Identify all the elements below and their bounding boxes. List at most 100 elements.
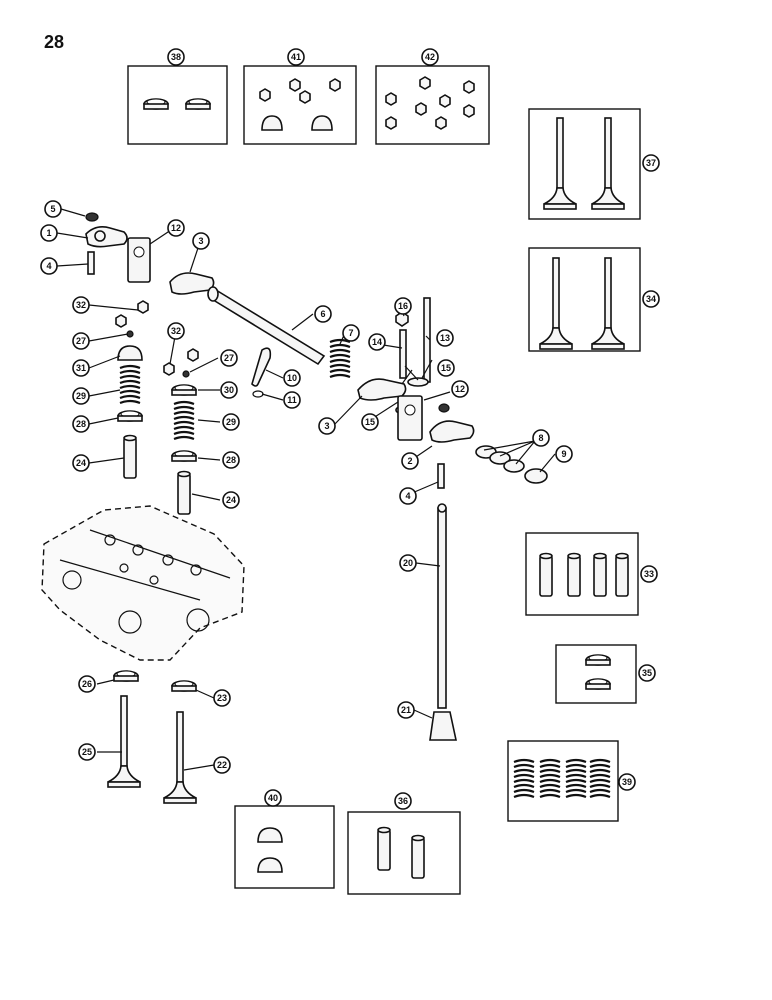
callout-13: 13	[436, 329, 454, 347]
svg-text:9: 9	[561, 449, 566, 459]
svg-text:28: 28	[76, 419, 86, 429]
kit-41-box	[243, 65, 357, 145]
svg-text:32: 32	[76, 300, 86, 310]
callout-16: 16	[394, 297, 412, 315]
callout-36: 36	[394, 792, 412, 810]
svg-text:23: 23	[217, 693, 227, 703]
cylinder-head	[41, 505, 245, 661]
callout-2: 2	[401, 452, 419, 470]
kit-40-box	[234, 805, 335, 889]
svg-text:5: 5	[50, 204, 55, 214]
kit-33-box	[525, 532, 639, 616]
svg-text:28: 28	[226, 455, 236, 465]
svg-text:35: 35	[642, 668, 652, 678]
callout-34: 34	[642, 290, 660, 308]
callout-21: 21	[397, 701, 415, 719]
kit-36-box	[347, 811, 461, 895]
svg-text:1: 1	[46, 228, 51, 238]
callout-20: 20	[399, 554, 417, 572]
callout-26: 26	[78, 675, 96, 693]
svg-text:20: 20	[403, 558, 413, 568]
kit-38-box	[127, 65, 228, 145]
kit-35-box	[555, 644, 637, 704]
svg-text:7: 7	[348, 328, 353, 338]
svg-text:31: 31	[76, 363, 86, 373]
svg-text:6: 6	[320, 309, 325, 319]
callout-40: 40	[264, 789, 282, 807]
svg-text:41: 41	[291, 52, 301, 62]
svg-text:15: 15	[365, 417, 375, 427]
callout-23: 23	[213, 689, 231, 707]
callout-24-left: 24	[72, 454, 90, 472]
callout-32-left: 32	[72, 296, 90, 314]
right-rocker-assembly	[357, 297, 548, 741]
kit-42-box	[375, 65, 490, 145]
svg-text:29: 29	[76, 391, 86, 401]
svg-text:11: 11	[287, 395, 297, 405]
leader-lines	[56, 208, 556, 771]
callout-35: 35	[638, 664, 656, 682]
page-number: 28	[44, 32, 65, 52]
svg-text:24: 24	[226, 495, 236, 505]
svg-text:12: 12	[455, 384, 465, 394]
svg-text:34: 34	[646, 294, 656, 304]
svg-text:42: 42	[425, 52, 435, 62]
callout-30: 30	[220, 381, 238, 399]
svg-text:29: 29	[226, 417, 236, 427]
kit-39-box	[507, 740, 619, 822]
callout-39: 39	[618, 773, 636, 791]
callout-33: 33	[640, 565, 658, 583]
callout-28-left: 28	[72, 415, 90, 433]
callout-1: 1	[40, 224, 58, 242]
svg-text:14: 14	[372, 337, 382, 347]
svg-text:38: 38	[171, 52, 181, 62]
callout-24-right: 24	[222, 491, 240, 509]
callout-27-right: 27	[220, 349, 238, 367]
callout-29-left: 29	[72, 387, 90, 405]
callout-5: 5	[44, 200, 62, 218]
callout-12-lower: 12	[451, 380, 469, 398]
svg-text:15: 15	[441, 363, 451, 373]
callout-29-right: 29	[222, 413, 240, 431]
svg-text:36: 36	[398, 796, 408, 806]
svg-text:2: 2	[407, 456, 412, 466]
svg-text:40: 40	[268, 793, 278, 803]
callout-3-upper: 3	[192, 232, 210, 250]
svg-text:39: 39	[622, 777, 632, 787]
callout-7: 7	[342, 324, 360, 342]
callout-15-lower: 15	[361, 413, 379, 431]
svg-text:37: 37	[646, 158, 656, 168]
callout-27-left: 27	[72, 332, 90, 350]
callout-3-lower: 3	[318, 417, 336, 435]
svg-text:27: 27	[224, 353, 234, 363]
callout-38: 38	[167, 48, 185, 66]
callout-28-right: 28	[222, 451, 240, 469]
svg-text:16: 16	[398, 301, 408, 311]
svg-text:21: 21	[401, 705, 411, 715]
svg-text:30: 30	[224, 385, 234, 395]
svg-text:27: 27	[76, 336, 86, 346]
callout-4-upper: 4	[40, 257, 58, 275]
callout-22: 22	[213, 756, 231, 774]
svg-text:22: 22	[217, 760, 227, 770]
svg-text:4: 4	[405, 491, 410, 501]
callout-32-right: 32	[167, 322, 185, 340]
svg-text:10: 10	[287, 373, 297, 383]
callout-10: 10	[283, 369, 301, 387]
svg-text:32: 32	[171, 326, 181, 336]
kit-37-box	[528, 108, 641, 220]
left-valve-assembly	[85, 212, 352, 804]
callout-6: 6	[314, 305, 332, 323]
callout-11: 11	[283, 391, 301, 409]
kit-34-box	[528, 247, 641, 352]
svg-text:26: 26	[82, 679, 92, 689]
callout-41: 41	[287, 48, 305, 66]
callout-31: 31	[72, 359, 90, 377]
callout-42: 42	[421, 48, 439, 66]
svg-text:12: 12	[171, 223, 181, 233]
svg-text:3: 3	[324, 421, 329, 431]
callout-9: 9	[555, 445, 573, 463]
callout-25: 25	[78, 743, 96, 761]
svg-text:33: 33	[644, 569, 654, 579]
